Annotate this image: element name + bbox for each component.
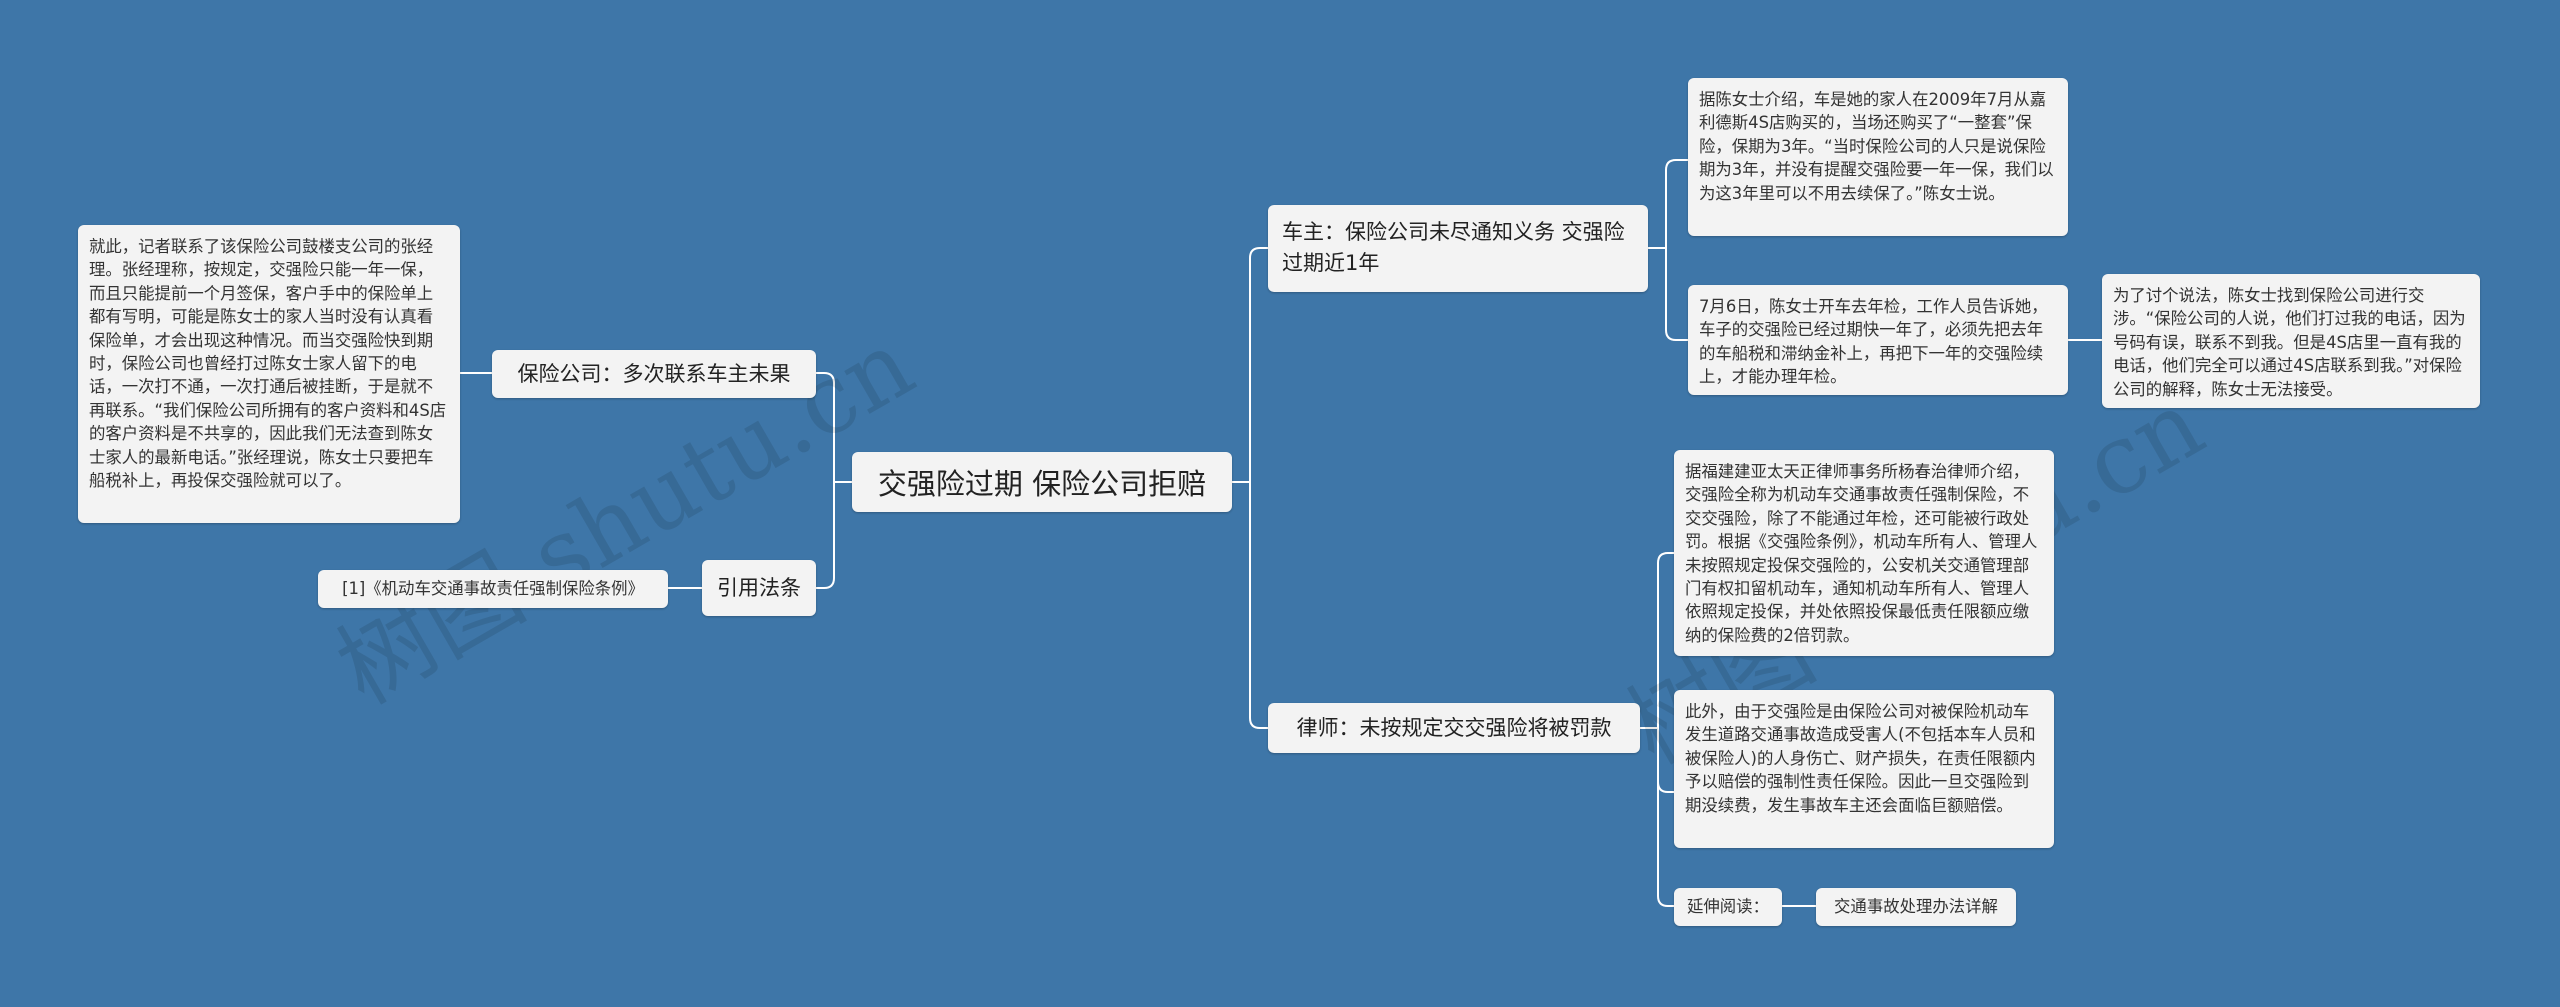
lawyer-leaf-2: 此外，由于交强险是由保险公司对被保险机动车发生道路交通事故造成受害人(不包括本车… — [1674, 690, 2054, 848]
lawyer-leaf-1: 据福建建亚太天正律师事务所杨春治律师介绍，交强险全称为机动车交通事故责任强制保险… — [1674, 450, 2054, 656]
owner-leaf-3: 为了讨个说法，陈女士找到保险公司进行交涉。“保险公司的人说，他们打过我的电话，因… — [2102, 274, 2480, 408]
root-topic[interactable]: 交强险过期 保险公司拒赔 — [852, 452, 1232, 512]
insurer-leaf-1: 就此，记者联系了该保险公司鼓楼支公司的张经理。张经理称，按规定，交强险只能一年一… — [78, 225, 460, 523]
law-leaf-1[interactable]: [1]《机动车交通事故责任强制保险条例》 — [318, 570, 668, 608]
extend-reading-label: 延伸阅读： — [1674, 888, 1782, 926]
extend-reading-link[interactable]: 交通事故处理办法详解 — [1816, 888, 2016, 926]
branch-insurer[interactable]: 保险公司：多次联系车主未果 — [492, 350, 816, 398]
branch-lawyer[interactable]: 律师：未按规定交交强险将被罚款 — [1268, 703, 1640, 753]
branch-owner[interactable]: 车主：保险公司未尽通知义务 交强险过期近1年 — [1268, 205, 1648, 292]
owner-leaf-1: 据陈女士介绍，车是她的家人在2009年7月从嘉利德斯4S店购买的，当场还购买了“… — [1688, 78, 2068, 236]
owner-leaf-2: 7月6日，陈女士开车去年检，工作人员告诉她，车子的交强险已经过期快一年了，必须先… — [1688, 285, 2068, 395]
branch-law[interactable]: 引用法条 — [702, 560, 816, 616]
